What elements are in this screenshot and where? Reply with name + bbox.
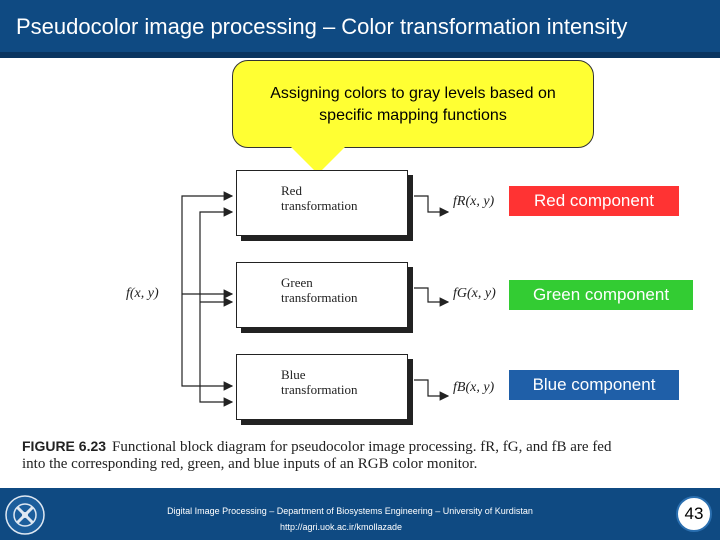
red-component-label: Red component (509, 186, 679, 216)
input-signal-label: f(x, y) (126, 286, 159, 301)
green-component-label: Green component (509, 280, 693, 310)
blue-component-label: Blue component (509, 370, 679, 400)
title-underline (0, 52, 720, 58)
green-transformation-block: Green transformation (236, 262, 408, 328)
red-transformation-block: Red transformation (236, 170, 408, 236)
block-label: Red (281, 183, 302, 198)
callout-box: Assigning colors to gray levels based on… (232, 60, 594, 148)
red-output-label: fR(x, y) (453, 194, 495, 209)
footer-bar (0, 488, 720, 540)
title-bar: Pseudocolor image processing – Color tra… (0, 0, 720, 58)
callout-pointer (290, 146, 346, 174)
footer-url[interactable]: http://agri.uok.ac.ir/kmollazade (280, 522, 403, 532)
block-label: Green (281, 275, 313, 290)
page-number-badge: 43 (676, 496, 712, 532)
block-label: transformation (281, 198, 358, 213)
input-bus-outer (181, 191, 234, 294)
slide-title: Pseudocolor image processing – Color tra… (16, 14, 628, 39)
input-bus-outer-low (181, 294, 234, 391)
blue-output-arrow (414, 379, 450, 401)
input-bus-inner-low (199, 294, 234, 407)
blue-transformation-block: Blue transformation (236, 354, 408, 420)
footer-department: Digital Image Processing – Department of… (167, 506, 533, 516)
block-label: transformation (281, 290, 358, 305)
green-output-arrow (414, 287, 450, 307)
block-label: Blue (281, 367, 306, 382)
callout-line-1: Assigning colors to gray levels based on (270, 85, 556, 102)
red-output-arrow (414, 195, 450, 217)
figure-label: FIGURE 6.23 (22, 438, 107, 454)
blue-output-label: fB(x, y) (453, 380, 495, 395)
caption-text: Functional block diagram for pseudocolor… (22, 439, 612, 472)
university-logo-icon (5, 495, 45, 535)
input-bus-inner (199, 207, 234, 294)
callout-line-2: specific mapping functions (319, 107, 507, 124)
block-label: transformation (281, 382, 358, 397)
green-output-label: fG(x, y) (453, 286, 496, 301)
